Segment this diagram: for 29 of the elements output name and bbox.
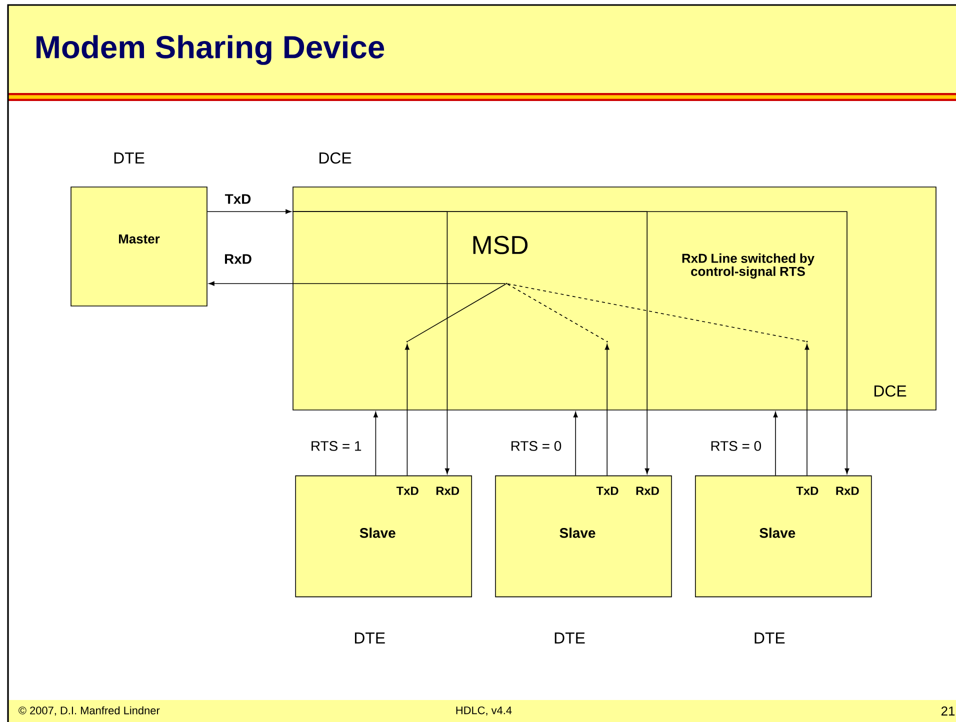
arrow: [208, 281, 506, 286]
side-label: DTE: [354, 632, 385, 644]
arrow: [373, 412, 378, 476]
device-label: MSD: [473, 236, 528, 254]
side-label: DTE: [754, 632, 785, 644]
edge-label: RxD: [225, 254, 252, 264]
slave-box: TxD RxD Slave: [295, 475, 472, 598]
slave-box: TxD RxD Slave: [495, 475, 672, 598]
side-label: DTE: [554, 632, 585, 644]
footer-text: HDLC, v4.4: [456, 706, 512, 716]
slave-box: TxD RxD Slave: [695, 475, 872, 598]
arrow: [773, 412, 778, 476]
footer-text: © 2007, D.I. Manfred Lindner: [18, 706, 160, 716]
edge-label: RTS = 0: [512, 441, 562, 451]
edge-label: RTS = 0: [711, 441, 761, 451]
arrow: [292, 211, 850, 474]
arrow: [207, 209, 292, 214]
arrow: [604, 344, 610, 476]
arrow: [404, 344, 410, 476]
master-box: Master: [70, 186, 208, 306]
arrow: [804, 344, 810, 476]
side-label: DTE: [114, 152, 144, 164]
edge-label: RTS = 1: [312, 441, 362, 451]
arrow: [573, 412, 578, 476]
side-label: DCE: [320, 152, 352, 164]
note-text: RxD Line switched by control-signal RTS: [682, 253, 814, 279]
slide-title: Modem Sharing Device: [36, 35, 384, 65]
edge-label: TxD: [225, 194, 251, 204]
page-number: 21: [941, 706, 955, 716]
